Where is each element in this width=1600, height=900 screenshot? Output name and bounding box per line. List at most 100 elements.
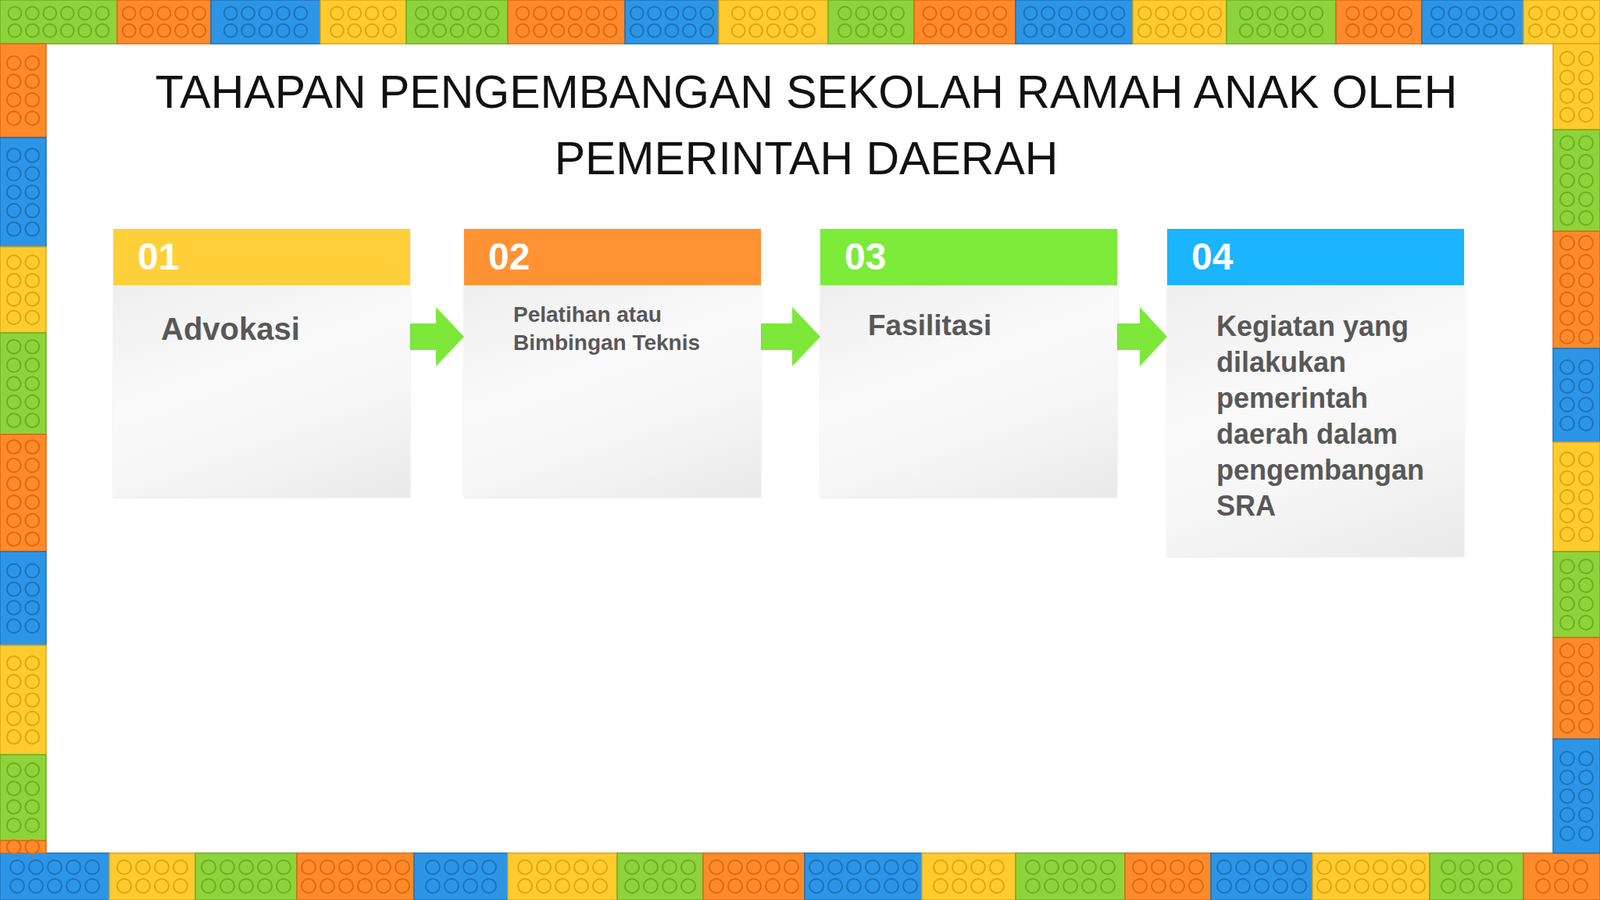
brick-stud: [1560, 681, 1575, 696]
brick-stud: [533, 24, 547, 38]
brick-stud: [1076, 6, 1090, 20]
brick-stud: [700, 24, 714, 38]
lego-brick: [0, 332, 47, 435]
flow-arrow: [1117, 307, 1168, 367]
brick-stud: [28, 860, 43, 875]
brick-stud: [415, 6, 429, 20]
brick-stud: [1578, 210, 1593, 225]
lego-brick: [921, 853, 1016, 900]
brick-stud: [42, 6, 57, 20]
brick-stud: [1335, 878, 1350, 893]
brick-stud: [25, 582, 40, 597]
brick-stud: [25, 6, 40, 20]
brick-stud: [7, 600, 22, 615]
lego-brick: [320, 0, 407, 44]
brick-stud: [1257, 24, 1271, 38]
brick-stud: [347, 6, 361, 20]
brick-stud: [1189, 878, 1204, 893]
brick-body: [0, 551, 47, 646]
brick-stud: [838, 24, 852, 38]
brick-stud: [846, 860, 861, 875]
brick-stud: [1578, 452, 1593, 467]
brick-stud: [1578, 107, 1593, 122]
brick-stud: [682, 6, 697, 20]
lego-brick: [296, 853, 415, 900]
brick-stud: [1235, 860, 1250, 875]
brick-stud: [7, 185, 22, 200]
brick-stud: [585, 6, 600, 20]
brick-body: [1429, 853, 1524, 900]
brick-stud: [1578, 89, 1593, 104]
brick-stud: [7, 729, 22, 744]
brick-stud: [239, 860, 254, 875]
brick-stud: [1546, 6, 1560, 20]
brick-body: [414, 853, 508, 900]
brick-stud: [276, 878, 291, 893]
brick-stud: [662, 860, 677, 875]
brick-stud: [630, 6, 644, 20]
brick-stud: [765, 860, 780, 875]
brick-stud: [1217, 860, 1232, 875]
brick-stud: [139, 24, 154, 38]
brick-body: [1125, 853, 1211, 900]
brick-stud: [1578, 770, 1593, 785]
lego-brick: [0, 246, 47, 333]
brick-body: [0, 0, 118, 44]
brick-body: [109, 853, 196, 900]
brick-stud: [25, 564, 40, 579]
brick-stud: [1578, 273, 1593, 288]
brick-stud: [257, 878, 272, 893]
lego-brick: [1553, 348, 1600, 443]
brick-stud: [1044, 878, 1059, 893]
brick-body: [718, 0, 829, 44]
brick-stud: [1560, 397, 1575, 412]
brick-stud: [25, 203, 40, 218]
brick-stud: [382, 24, 397, 38]
brick-stud: [933, 860, 948, 875]
brick-stud: [1560, 751, 1575, 766]
lego-brick: [507, 0, 625, 44]
brick-stud: [1100, 878, 1115, 893]
brick-stud: [555, 878, 570, 893]
brick-stud: [395, 878, 410, 893]
brick-stud: [25, 56, 40, 71]
brick-stud: [7, 818, 22, 833]
brick-stud: [8, 24, 22, 38]
brick-stud: [432, 24, 447, 38]
brick-stud: [1560, 718, 1575, 733]
brick-stud: [1560, 154, 1575, 169]
brick-stud: [1578, 578, 1593, 593]
brick-stud: [357, 860, 372, 875]
brick-stud: [568, 6, 583, 20]
brick-stud: [1578, 378, 1593, 393]
card-body: Pelatihan atau Bimbingan Teknis: [464, 285, 761, 497]
lego-brick: [1553, 637, 1600, 740]
brick-stud: [7, 221, 22, 236]
brick-body: [1553, 551, 1600, 638]
brick-stud: [574, 860, 589, 875]
brick-stud: [1535, 878, 1550, 893]
brick-stud: [60, 6, 75, 20]
brick-stud: [665, 6, 679, 20]
brick-stud: [450, 6, 465, 20]
brick-stud: [25, 800, 40, 815]
lego-brick: [0, 434, 47, 552]
step-text: Kegiatan yang dilakukan pemerintah daera…: [1216, 308, 1454, 525]
brick-body: [0, 853, 110, 900]
card-body: Kegiatan yang dilakukan pemerintah daera…: [1167, 285, 1465, 557]
brick-stud: [25, 339, 40, 354]
process-card: 01Advokasi: [113, 228, 411, 497]
brick-stud: [330, 6, 344, 20]
brick-stud: [1500, 6, 1515, 20]
brick-stud: [1410, 860, 1425, 875]
brick-stud: [903, 878, 918, 893]
brick-stud: [339, 860, 354, 875]
brick-stud: [952, 860, 967, 875]
lego-brick: [0, 754, 47, 841]
brick-body: [507, 0, 625, 44]
brick-body: [1553, 442, 1600, 552]
brick-stud: [516, 24, 530, 38]
brick-stud: [1448, 24, 1462, 38]
lego-brick: [1015, 853, 1125, 900]
lego-brick: [414, 853, 508, 900]
